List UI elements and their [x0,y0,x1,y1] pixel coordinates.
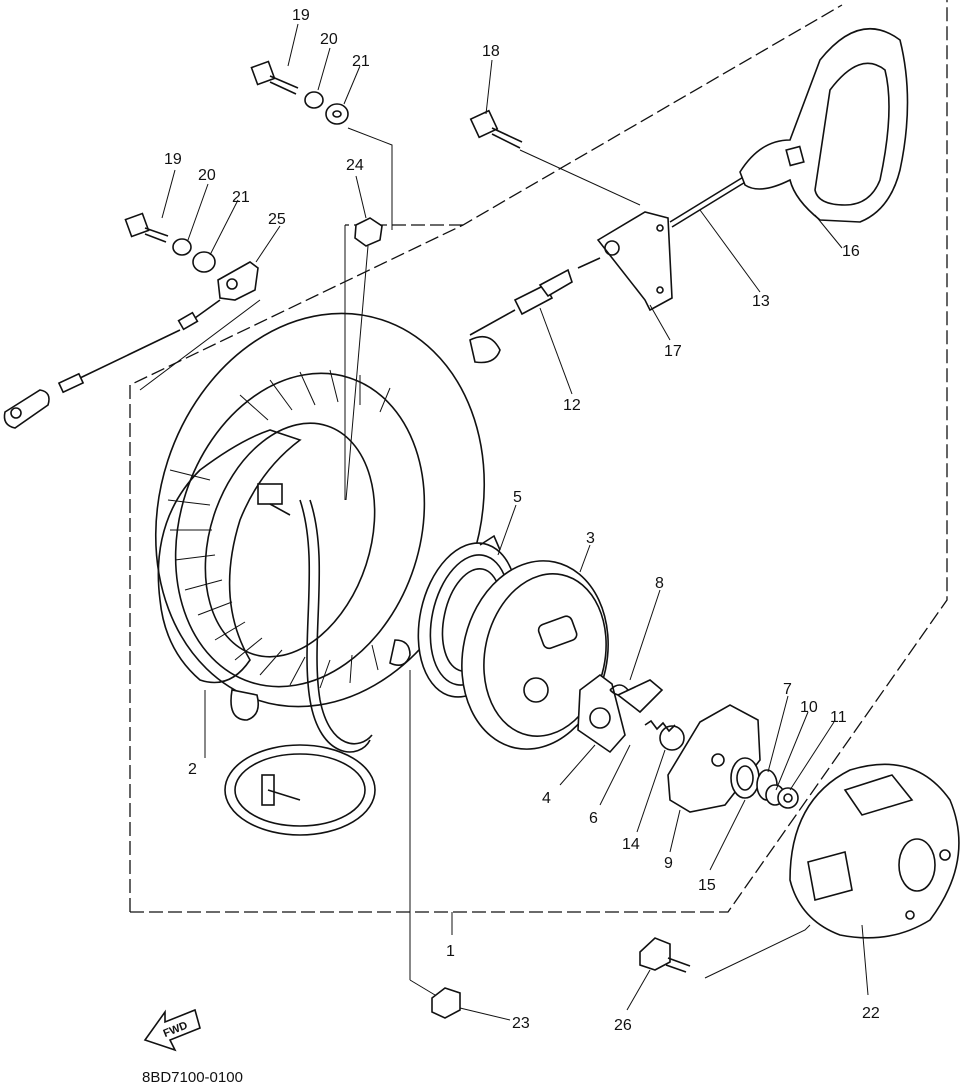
starter-housing [154,312,501,721]
callout-22: 23 [512,1015,530,1032]
nut-11 [777,787,799,809]
callout-7: 7 [783,681,792,698]
callout-5: 5 [513,489,522,506]
callout-6: 6 [589,810,598,827]
cable-bracket-24 [3,261,259,429]
callout-10: 10 [800,699,818,716]
callout-9: 9 [664,855,673,872]
spring-8 [609,679,664,714]
callout-leaders [161,23,869,1021]
starter-rope-13 [669,175,748,228]
callout-13: 13 [752,293,770,310]
fwd-arrow: FWD [143,1008,201,1052]
return-spring-15 [730,757,760,799]
callout-25: 22 [862,1005,880,1022]
starter-cover-25 [789,763,960,939]
diagram-code: 8BD7100-0100 [142,1069,243,1083]
callout-1: 1 [446,943,455,960]
rope-guide-12 [469,268,573,336]
callout-18: 18 [482,43,500,60]
cable-guide-17 [577,211,673,312]
callout-21-upper: 21 [352,53,370,70]
stop-switch-cable [224,499,376,836]
callout-26: 26 [614,1017,632,1034]
nut-22 [431,987,461,1019]
callout-21-lower: 21 [232,189,250,206]
nut-23 [344,217,383,501]
callout-15: 15 [698,877,716,894]
callout-4: 4 [542,790,551,807]
callout-20-upper: 20 [320,31,338,48]
callout-3: 3 [586,530,595,547]
bolt-set-upper [250,60,349,125]
spring-14 [644,719,685,751]
callout-20-lower: 20 [198,167,216,184]
starter-handle-16 [739,27,909,223]
bolt-set-lower [124,212,216,273]
sheave-drum-3 [461,560,609,750]
callout-14: 14 [622,836,640,853]
callout-16: 16 [842,243,860,260]
callout-17: 17 [664,343,682,360]
callout-12: 12 [563,397,581,414]
callout-8: 8 [655,575,664,592]
bolt-26 [639,924,811,979]
bolt-18 [469,109,523,149]
callout-19-lower: 19 [164,151,182,168]
callout-labels: 19 20 21 19 20 21 25 24 18 16 13 17 12 5… [164,7,880,1034]
callout-19-upper: 19 [292,7,310,24]
callout-23: 24 [346,157,364,174]
callout-11: 11 [830,709,847,726]
pawl-4 [577,674,626,754]
callout-2: 2 [188,761,197,778]
callout-24: 25 [268,211,286,228]
